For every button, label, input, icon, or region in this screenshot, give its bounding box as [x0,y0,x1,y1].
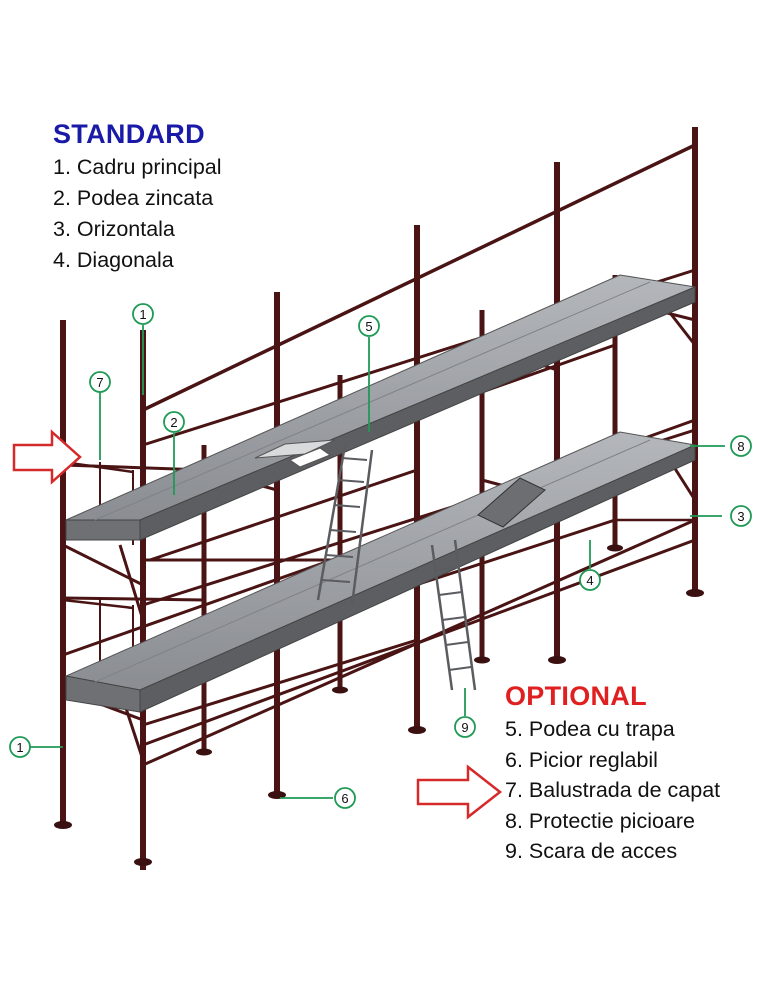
callout-1-bottom: 1 [9,736,31,758]
standard-heading: STANDARD [53,119,205,149]
optional-item: 9. Scara de acces [505,839,678,863]
trapdoor-hatch [254,439,546,528]
access-ladder [316,444,477,691]
upper-deck [65,274,697,541]
callout-6-label: 6 [341,791,348,806]
callout-3: 3 [730,505,752,527]
callout-1-label: 1 [139,307,146,322]
optional-heading: OPTIONAL [505,681,647,711]
callout-6: 6 [334,787,356,809]
callout-8: 8 [730,435,752,457]
standard-item: 1. Cadru principal [53,155,222,179]
callout-8-label: 8 [737,439,744,454]
standard-legend: STANDARD 1. Cadru principal 2. Podea zin… [53,119,222,276]
base-plates [54,544,704,866]
arrow-icon [12,429,82,485]
lower-deck [64,431,697,713]
callout-1b-label: 1 [16,740,23,755]
callout-leaders [30,325,725,799]
callout-circles: 1 2 3 4 5 6 7 8 [9,303,752,809]
optional-item: 6. Picior reglabil [505,747,658,772]
standard-item: 3. Orizontala [53,217,175,241]
callout-9: 9 [454,716,476,738]
standard-item: 2. Podea zincata [53,186,214,210]
callout-2: 2 [163,411,185,433]
callout-3-label: 3 [737,509,744,524]
arrow-icon [416,764,503,820]
optional-item: 8. Protectie picioare [505,808,696,833]
standard-item: 4. Diagonala [53,248,174,272]
optional-item: 7. Balustrada de capat [505,778,721,802]
callout-2-label: 2 [170,415,177,430]
callout-5: 5 [358,315,380,337]
callout-7-label: 7 [96,375,103,390]
optional-legend: OPTIONAL 5. Podea cu trapa 6. Picior reg… [505,681,720,867]
callout-4: 4 [579,569,601,591]
callout-5-label: 5 [365,319,372,334]
callout-4-label: 4 [586,573,593,588]
callout-7: 7 [89,371,111,393]
callout-9-label: 9 [461,720,468,735]
optional-item: 5. Podea cu trapa [505,717,675,741]
callout-1-top: 1 [132,303,154,325]
